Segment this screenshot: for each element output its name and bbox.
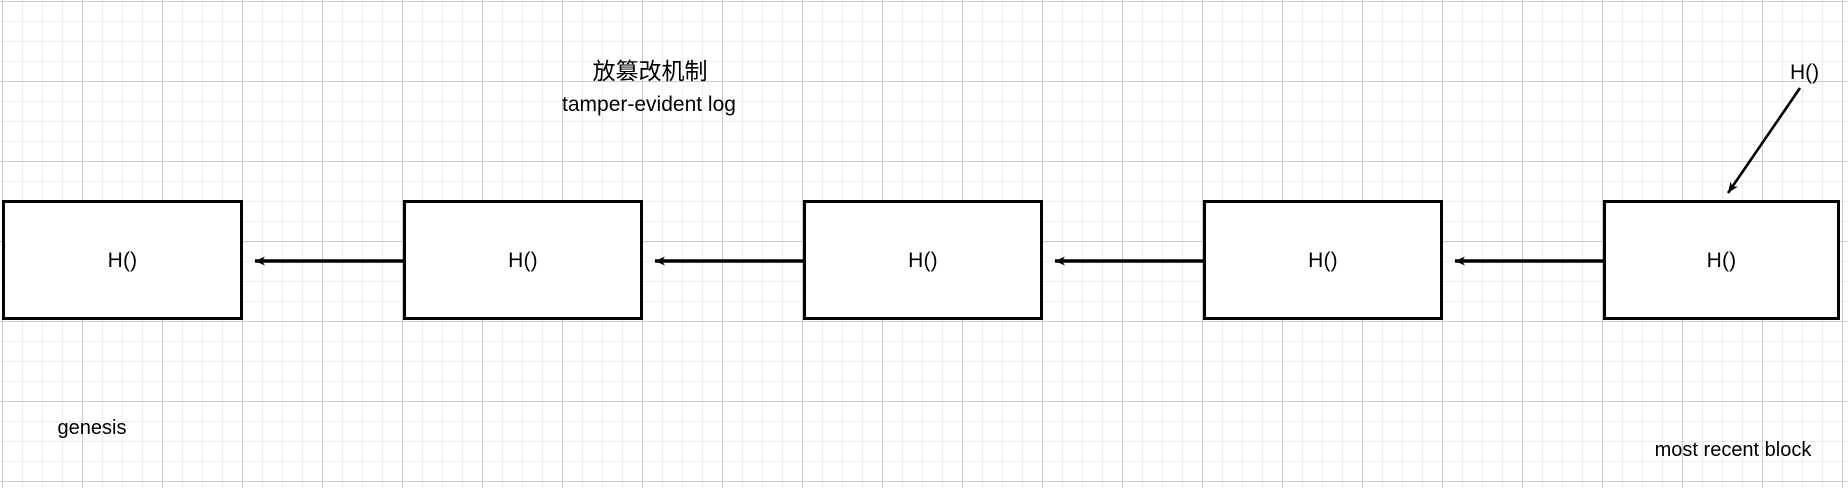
genesis-block-caption-line1: genesis [57, 417, 127, 439]
genesis-block-caption: genesis block [58, 356, 127, 488]
block-2[interactable]: H() [403, 200, 643, 320]
hash-pointer-label: H() [1790, 61, 1820, 84]
block-5-label: H() [1706, 248, 1737, 272]
block-4[interactable]: H() [1203, 200, 1443, 320]
diagram-title-cn: 放篡改机制 [592, 58, 708, 84]
block-1-label: H() [107, 248, 138, 272]
block-4-label: H() [1308, 248, 1338, 272]
block-5[interactable]: H() [1603, 200, 1840, 320]
block-2-label: H() [508, 248, 538, 272]
most-recent-block-caption-line1: most recent block [1654, 439, 1812, 461]
hash-pointer-arrow [1726, 87, 1802, 194]
most-recent-block-caption: most recent block [1655, 378, 1812, 488]
diagram-title-en: tamper-evident log [562, 93, 736, 116]
block-3[interactable]: H() [803, 200, 1043, 320]
block-1[interactable]: H() [2, 200, 243, 320]
block-3-label: H() [908, 248, 938, 272]
